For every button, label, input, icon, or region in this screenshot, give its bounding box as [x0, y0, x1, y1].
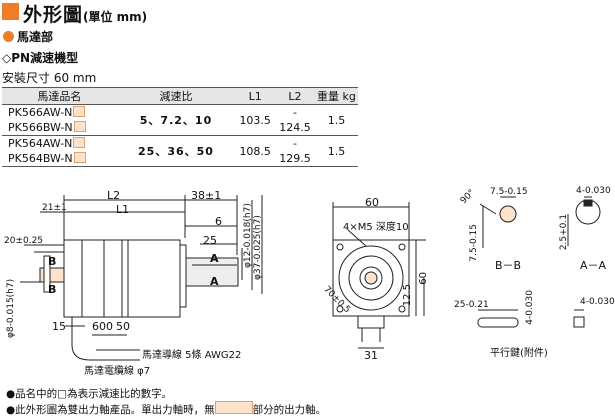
note-ratio: ●品名中的□為表示減速比的數字。	[6, 388, 173, 400]
title-marker	[2, 3, 19, 20]
b-section-circle	[499, 205, 517, 223]
section-aa-title: A－A	[580, 259, 607, 272]
section-b-bottom: B	[48, 283, 57, 296]
phi8-label: φ8-0.015(h7)	[6, 278, 16, 338]
section-bb-title: B－B	[495, 259, 522, 272]
l2-cell: -	[293, 106, 297, 119]
section-a-top: A	[210, 252, 219, 265]
motor-cable	[71, 317, 140, 361]
d21-label: 21±1	[42, 203, 67, 213]
model-cell: PK564BW-N	[2, 151, 117, 167]
ratio-placeholder-box	[73, 137, 86, 148]
table-header-row: 馬達品名 減速比 L1 L2 重量 kg	[2, 87, 358, 105]
model-cell: PK566BW-N	[2, 120, 117, 136]
d50-label: 50	[116, 320, 130, 333]
d20-label: 20±0.25	[4, 236, 44, 246]
table-row: PK564AW-N 25、36、50 108.5 - 1.5	[2, 136, 358, 158]
ratio-placeholder-box	[73, 152, 86, 163]
key-length-label: 25-0.21	[454, 300, 489, 310]
ratio-placeholder-box	[73, 106, 86, 117]
d15-label: 15	[52, 320, 66, 333]
weight-cell: 1.5	[327, 113, 346, 127]
key-end-label: 4-0.030	[580, 297, 615, 307]
d6-label: 6	[215, 215, 222, 228]
cable-label: 馬達電纜線 φ7	[84, 366, 151, 377]
parallel-key	[477, 317, 519, 328]
series-label: ◇PN減速機型	[2, 51, 79, 65]
connector	[357, 315, 385, 329]
d38-label: 38±1	[191, 189, 222, 202]
col-header-weight: 重量 kg	[314, 87, 358, 105]
d600-label: 600	[92, 320, 113, 333]
keyway-width-label: 4-0.030	[576, 186, 611, 196]
holes-label: 4×M5 深度10	[343, 222, 409, 233]
ratio-cell: 25、36、50	[138, 145, 214, 158]
model-cell: PK566AW-N	[2, 105, 117, 121]
lead-wire-label: 馬達導線 5條 AWG22	[142, 350, 242, 361]
table-row: PK566AW-N 5、7.2、10 103.5 - 1.5	[2, 104, 358, 127]
phi37-label: φ37-0.025(h7)	[253, 215, 263, 280]
d31-label: 31	[364, 349, 378, 362]
l2-cell: 129.5	[279, 152, 311, 165]
col-header-l2: L2	[275, 87, 315, 105]
key-height-label: 7.5-0.15	[469, 224, 479, 262]
output-shaft	[185, 257, 239, 287]
keyway-depth-label: 2.5+0.1	[559, 214, 569, 251]
col-header-ratio: 減速比	[116, 87, 236, 105]
l2-label: L2	[107, 189, 121, 202]
l1-label: L1	[116, 203, 130, 216]
d12-5-label: 12.5	[402, 284, 413, 307]
l1-cell: 103.5	[239, 113, 271, 127]
col-header-l1: L1	[235, 87, 276, 105]
l2-cell: -	[293, 137, 297, 150]
section-a-bottom: A	[210, 275, 219, 288]
gearhead-body	[121, 239, 181, 318]
shaft-highlight-swatch	[214, 401, 253, 414]
weight-cell: 1.5	[327, 144, 346, 158]
page-title-unit: (單位 mm)	[83, 10, 148, 24]
motor-section-label: 馬達部	[17, 30, 54, 44]
mount-size-label: 安裝尺寸 60 mm	[2, 71, 97, 85]
key-width-label: 7.5-0.15	[490, 187, 528, 197]
front-height-label: 60	[418, 272, 429, 285]
d25-label: 25	[203, 234, 217, 247]
section-b-top: B	[48, 255, 57, 268]
key-side-label: 4-0.030	[525, 290, 535, 325]
note-double-shaft: ●此外形圖為雙出力軸產品。單出力軸時，無部分的出力軸。	[6, 401, 326, 417]
col-header-model: 馬達品名	[2, 87, 117, 105]
model-cell: PK564AW-N	[2, 136, 117, 152]
l2-cell: 124.5	[279, 121, 311, 134]
l1-cell: 108.5	[239, 144, 271, 158]
ratio-cell: 5、7.2、10	[139, 114, 213, 127]
phi12-label: φ12-0.018(h7)	[243, 203, 253, 268]
spec-table: 馬達品名 減速比 L1 L2 重量 kg PK566AW-N 5、7.2、10 …	[2, 87, 358, 167]
ratio-placeholder-box	[73, 121, 86, 132]
front-width-label: 60	[365, 196, 379, 209]
pilot-circle	[338, 245, 404, 311]
parallel-key-label: 平行鍵(附件)	[490, 348, 548, 359]
bullet-dot	[3, 31, 14, 42]
page-title: 外形圖(單位 mm)	[23, 4, 148, 26]
motor-body	[63, 239, 123, 318]
